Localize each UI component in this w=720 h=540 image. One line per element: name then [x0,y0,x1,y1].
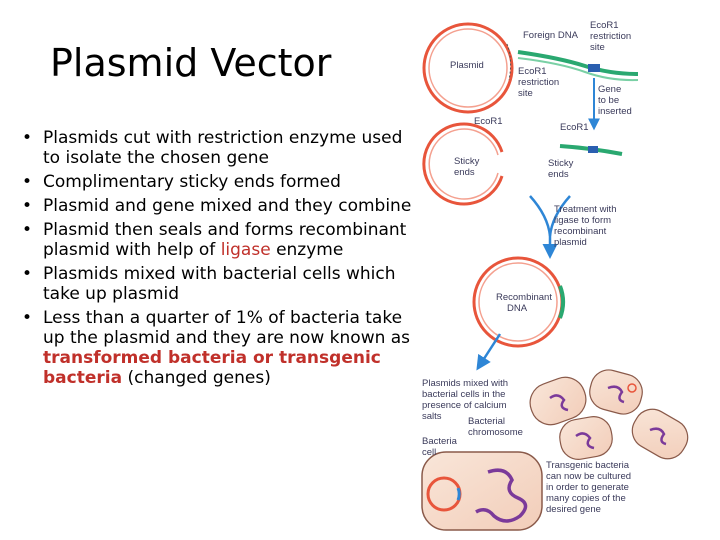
bullet-text: Plasmid and gene mixed and they combine [43,196,412,216]
bullet-item: Complimentary sticky ends formed [22,172,417,192]
bullet-item: Less than a quarter of 1% of bacteria ta… [22,308,417,388]
mixed-with-bacteria-label: Plasmids mixed with bacterial cells in t… [422,378,511,422]
merge-arrow-left [529,195,552,237]
merge-arrow-right [548,195,571,237]
bullet-text: (changed genes) [122,368,271,388]
cut-plasmid [422,122,504,206]
transgenic-bacteria-cluster [529,369,689,460]
recombinant-plasmid [472,256,566,348]
recombinant-dna-label: Recombinant DNA [496,292,555,314]
gene-fragment [559,144,623,156]
bullet-text: Plasmids mixed with bacterial cells whic… [43,264,396,304]
ecor1-site-label: EcoR1 restriction site [590,20,634,53]
bacterial-chromosome-label: Bacterial chromosome [468,416,523,438]
bacteria-cell-label: Bacteria cell [422,436,460,458]
ecor1-mid-right-label: EcoR1 [560,122,589,133]
plasmid-circle [422,22,514,114]
bullet-text: Complimentary sticky ends formed [43,172,341,192]
foreign-dna-strand [517,50,639,82]
bullet-text: Less than a quarter of 1% of bacteria ta… [43,308,411,348]
bullet-item: Plasmid and gene mixed and they combine [22,196,417,216]
ecor1-mid-left-label: EcoR1 [474,116,503,127]
gene-inserted-label: Gene to be inserted [598,84,632,117]
bullet-item: Plasmid then seals and forms recombinant… [22,220,417,260]
bullet-text: Plasmids cut with restriction enzyme use… [43,128,403,168]
ligase-treatment-label: Treatment with ligase to form recombinan… [554,204,619,248]
plasmid-label: Plasmid [450,60,484,71]
bacterial-cell [421,451,543,531]
slide-title: Plasmid Vector [50,41,332,85]
to-bacteria-arrow [476,333,502,371]
ecor1-plasmid-site-label: EcoR1 restriction site [518,66,562,99]
bullet-text: enzyme [270,240,344,260]
bullet-item: Plasmids mixed with bacterial cells whic… [22,264,417,304]
transgenic-bacteria-label: Transgenic bacteria can now be cultured … [546,460,634,515]
bullet-item: Plasmids cut with restriction enzyme use… [22,128,417,168]
foreign-dna-label: Foreign DNA [523,30,579,41]
sticky-ends-left-label: Sticky ends [454,156,482,178]
bullet-text: Plasmid then seals and forms recombinant… [43,220,407,260]
plasmid-vector-diagram: Plasmid Foreign DNA EcoR1 restriction si… [421,20,689,531]
sticky-ends-right-label: Sticky ends [548,158,576,180]
transformed-bacteria-term: transformed bacteria or transgenic bacte… [43,348,381,388]
ligase-term: ligase [220,240,271,260]
bullet-list: Plasmids cut with restriction enzyme use… [22,128,417,392]
